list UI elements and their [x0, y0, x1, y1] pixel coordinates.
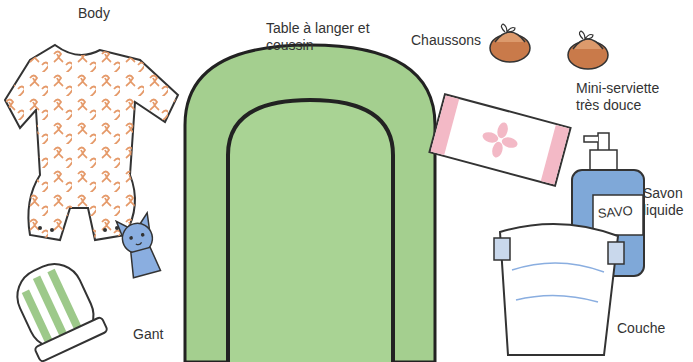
slippers-part	[495, 32, 525, 42]
soap-bottle-part	[598, 133, 609, 151]
slippers-part	[579, 31, 593, 39]
item-label: Mini-serviette très douce	[576, 80, 672, 114]
item-label: Body	[78, 5, 138, 22]
item-label: Chaussons	[411, 32, 501, 49]
soft-towel-part	[491, 141, 505, 159]
slippers	[490, 24, 608, 69]
item-label: Savon liquide	[643, 185, 693, 219]
cat-toy-part	[129, 236, 133, 240]
bodysuit-part	[38, 226, 42, 230]
soft-towel-part	[431, 95, 460, 155]
cat-toy	[116, 213, 162, 278]
item-label: Couche	[617, 320, 687, 337]
bodysuit-part	[5, 45, 178, 240]
item-label: Gant	[133, 326, 193, 343]
bodysuit-part	[50, 228, 54, 232]
item-label: Table à langer et coussin	[266, 20, 376, 54]
diaper	[494, 224, 624, 355]
soft-towel-part	[501, 136, 519, 150]
soap-bottle-part	[590, 150, 617, 172]
soft-towel-part	[541, 125, 570, 185]
slippers-part	[573, 39, 603, 49]
changing-table	[185, 45, 435, 362]
diaper-part	[500, 224, 618, 355]
diaper-part	[512, 263, 604, 302]
washing-glove	[5, 253, 108, 362]
cat-toy-part	[136, 242, 142, 245]
soft-towel-part	[481, 131, 499, 145]
cat-toy-part	[140, 233, 144, 237]
changing-table-part	[185, 45, 435, 362]
diaper-part	[494, 238, 510, 260]
changing-table-part	[228, 100, 393, 362]
slippers-part	[501, 24, 515, 32]
diaper-part	[608, 242, 624, 264]
soap-bottle-part	[584, 136, 598, 142]
soft-towel-part	[429, 94, 570, 186]
soft-towel-part	[496, 121, 510, 139]
soft-towel	[429, 94, 570, 186]
bodysuit	[5, 45, 178, 240]
bodysuit-part	[103, 228, 107, 232]
cat-toy-part	[127, 246, 161, 277]
washing-glove-part	[34, 317, 108, 362]
bodysuit-part	[5, 45, 178, 240]
